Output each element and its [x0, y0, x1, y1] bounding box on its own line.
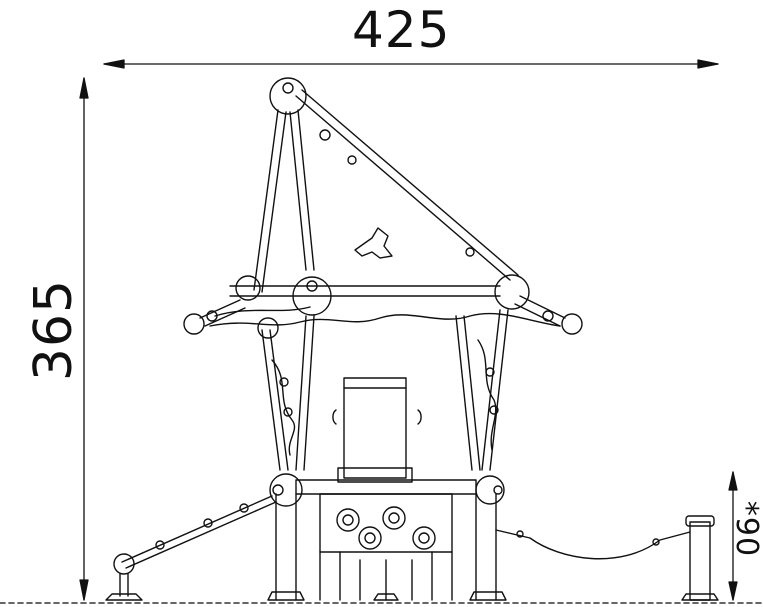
seat-panel	[332, 377, 422, 483]
left-rope-anchor	[105, 495, 277, 601]
width-dimension-label: 425	[352, 1, 451, 59]
height-dimension-label: 365	[24, 278, 84, 382]
hub-spheres	[183, 77, 583, 507]
post-height-dimension-label: *90	[729, 500, 763, 558]
lower-frame	[267, 479, 507, 601]
vertical-posts	[261, 309, 509, 471]
post-height-dimension-line	[728, 471, 738, 601]
height-dimension-line	[79, 77, 89, 601]
panel-discs	[336, 506, 436, 550]
width-dimension-line	[103, 59, 719, 69]
right-rope-post	[495, 515, 719, 601]
roof-frame	[199, 89, 566, 327]
